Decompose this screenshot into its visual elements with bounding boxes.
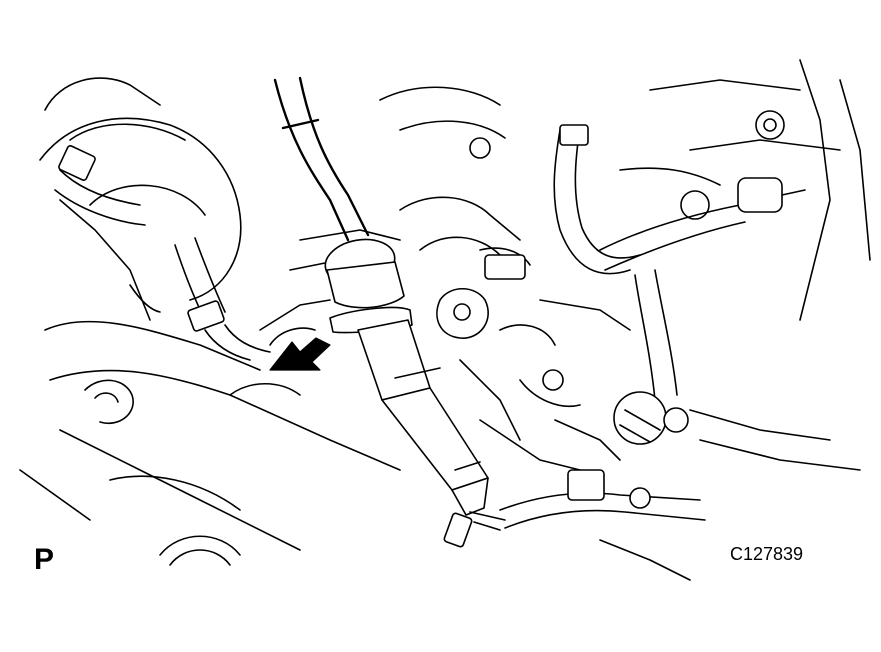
lower-pipe — [499, 469, 706, 581]
central-block — [289, 196, 631, 471]
right-hose-and-clamp — [613, 269, 861, 471]
upper-right-hoses — [379, 59, 871, 321]
engine-background-lines — [19, 77, 401, 566]
left-hose — [54, 145, 271, 361]
pointer-arrow-icon — [269, 337, 331, 371]
figure-code: C127839 — [730, 544, 804, 564]
view-label: P — [34, 543, 55, 576]
dipstick-assembly — [273, 76, 506, 548]
